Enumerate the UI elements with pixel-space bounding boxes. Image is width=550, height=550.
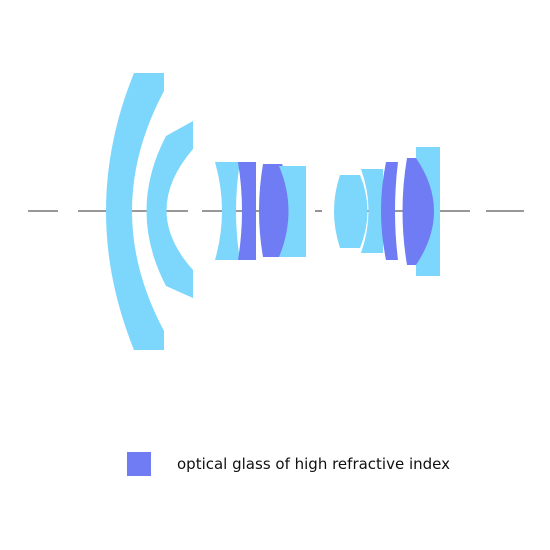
lens-element-5 <box>259 164 293 257</box>
lens-element-6 <box>279 166 306 257</box>
lens-element-1 <box>106 73 164 350</box>
lens-element-2 <box>146 121 193 298</box>
lens-element-10 <box>402 158 435 265</box>
legend: optical glass of high refractive index <box>127 452 450 476</box>
lens-element-11 <box>416 147 440 276</box>
lens-element-8 <box>361 169 383 253</box>
lens-element-4 <box>238 162 256 260</box>
lens-element-9 <box>381 162 398 260</box>
legend-swatch-high-index <box>127 452 151 476</box>
legend-label: optical glass of high refractive index <box>177 455 451 473</box>
lens-element-3 <box>215 162 240 260</box>
lens-element-7 <box>334 175 368 248</box>
